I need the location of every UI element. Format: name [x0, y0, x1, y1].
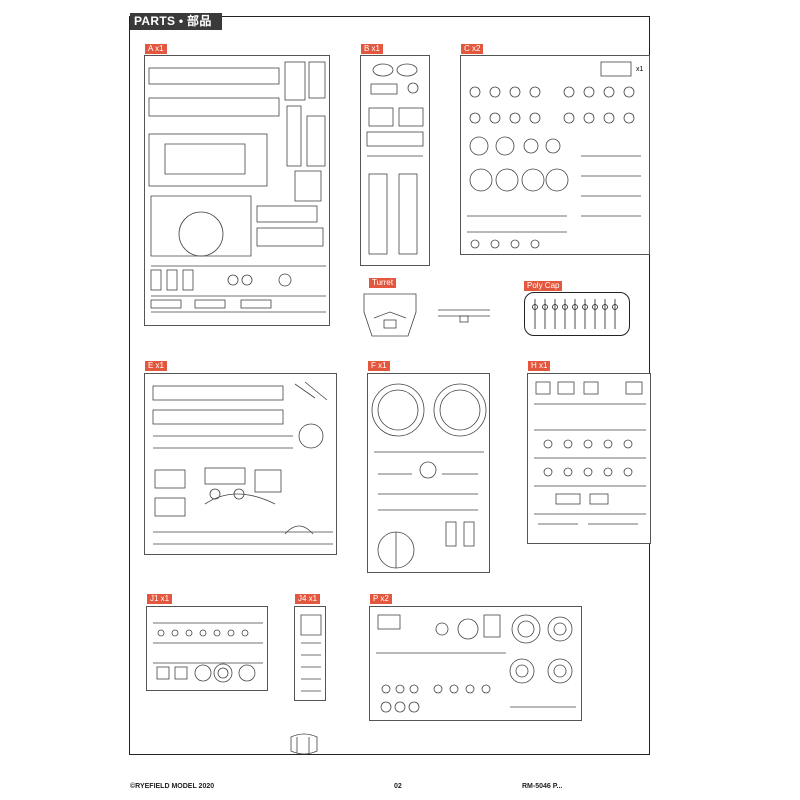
- copyright-text: ©RYEFIELD MODEL 2020: [130, 783, 215, 790]
- j4-track-drawing: [290, 733, 318, 755]
- sprue-f-drawing: [371, 383, 487, 569]
- product-code: RM-5046 P...: [522, 783, 563, 790]
- polycap-sprue: [524, 292, 630, 336]
- sprue-c: x1: [460, 55, 650, 255]
- sprue-label-a: A x1: [145, 44, 167, 54]
- sprue-j4: [294, 606, 326, 701]
- j4-track-part: [289, 733, 319, 755]
- sprue-a-drawing: [148, 61, 326, 313]
- sprue-label-f: F x1: [368, 361, 390, 371]
- turret-gun-drawing: [438, 309, 490, 323]
- sprue-p: [369, 606, 582, 721]
- sprue-j1: [146, 606, 268, 691]
- sprue-label-j4: J4 x1: [295, 594, 321, 604]
- sprue-label-turret: Turret: [369, 278, 397, 288]
- sprue-label-b: B x1: [361, 44, 384, 54]
- sprue-a: [144, 55, 330, 326]
- sprue-e-drawing: [152, 381, 333, 545]
- sprue-label-e: E x1: [145, 361, 168, 371]
- sprue-j4-drawing: [300, 614, 322, 692]
- sprue-label-p: P x2: [370, 594, 392, 604]
- sprue-h-drawing: [534, 381, 646, 525]
- sprue-label-h: H x1: [528, 361, 551, 371]
- sprue-f: [367, 373, 490, 573]
- sprue-b: [360, 55, 430, 266]
- page-title: PARTS • 部品图: [130, 13, 222, 45]
- page-number: 02: [394, 783, 402, 790]
- sprue-label-c: C x2: [461, 44, 484, 54]
- sprue-label-j1: J1 x1: [147, 594, 173, 604]
- sprue-h: [527, 373, 651, 544]
- sprue-label-polycap: Poly Cap: [524, 281, 563, 291]
- polycap-drawing: [532, 299, 618, 329]
- sprue-c-drawing: [467, 61, 641, 249]
- sprue-e: [144, 373, 337, 555]
- turret-gun-part: [436, 302, 492, 324]
- sprue-c-count-note: x1: [636, 66, 644, 73]
- sprue-b-drawing: [366, 63, 424, 255]
- turret-drawing: [363, 293, 417, 337]
- sprue-j1-drawing: [153, 622, 263, 683]
- turret-part: [360, 290, 420, 340]
- sprue-p-drawing: [376, 614, 576, 713]
